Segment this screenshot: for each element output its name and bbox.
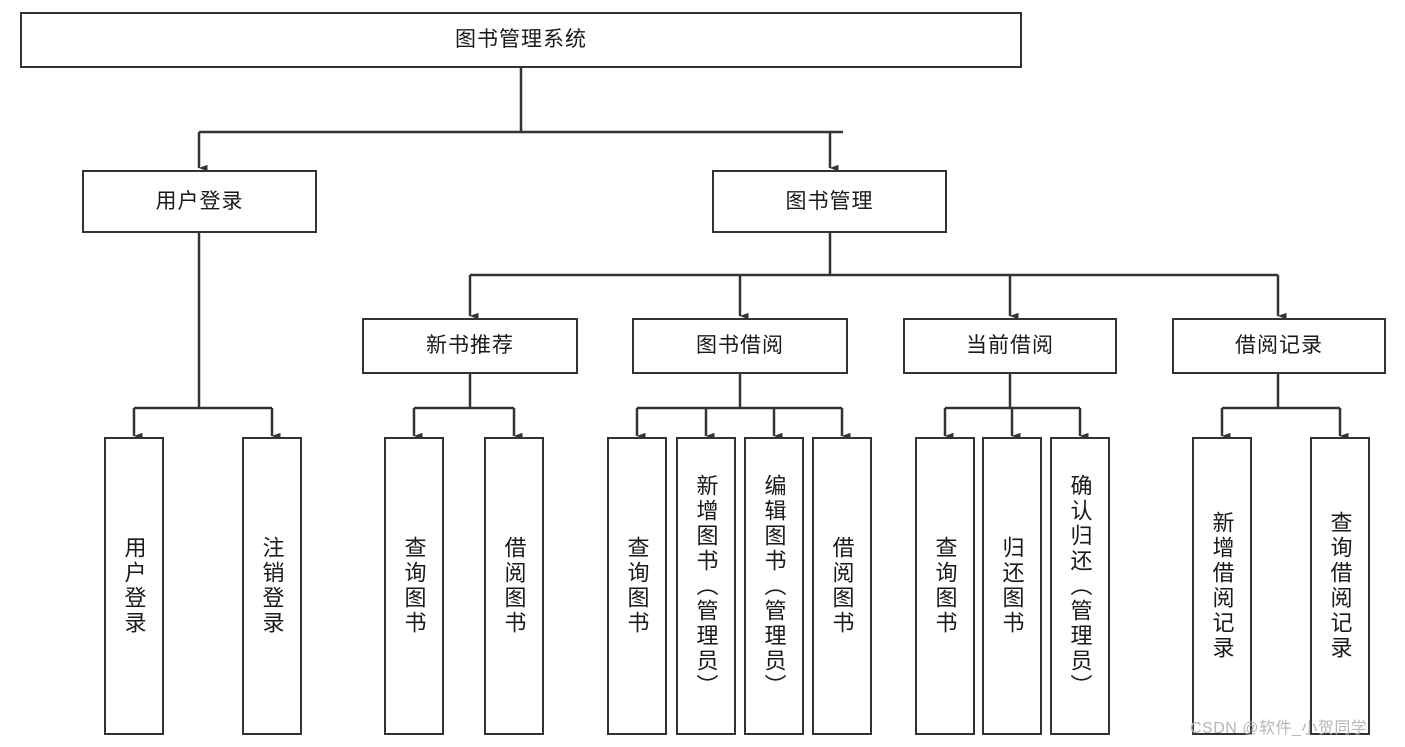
node-label: 图书管理系统	[455, 28, 587, 52]
node-label: 归还图书	[999, 536, 1025, 636]
leaf-node-edit-book-admin[interactable]: 编辑图书（管理员）	[744, 437, 804, 735]
node-label: 查询图书	[401, 536, 427, 636]
leaf-node-query-borrow-record[interactable]: 查询借阅记录	[1310, 437, 1370, 735]
node-label: 编辑图书（管理员）	[761, 473, 787, 699]
node-label: 用户登录	[155, 189, 244, 213]
node-root-book-management-system[interactable]: 图书管理系统	[20, 12, 1022, 68]
node-borrow-record[interactable]: 借阅记录	[1172, 318, 1386, 374]
node-label: 查询借阅记录	[1327, 511, 1353, 661]
leaf-node-user-login[interactable]: 用户登录	[104, 437, 164, 735]
node-label: 新增借阅记录	[1209, 511, 1235, 661]
leaf-node-confirm-return-admin[interactable]: 确认归还（管理员）	[1050, 437, 1110, 735]
node-user-login[interactable]: 用户登录	[82, 170, 317, 233]
leaf-node-query-book-current[interactable]: 查询图书	[915, 437, 975, 735]
leaf-node-query-book-borrow[interactable]: 查询图书	[607, 437, 667, 735]
leaf-node-borrow-book[interactable]: 借阅图书	[812, 437, 872, 735]
csdn-watermark: CSDN @软件_小贺同学	[1190, 720, 1368, 737]
node-label: 新增图书（管理员）	[693, 473, 719, 699]
leaf-node-query-book-recommend[interactable]: 查询图书	[384, 437, 444, 735]
node-label: 借阅图书	[501, 536, 527, 636]
node-label: 查询图书	[932, 536, 958, 636]
node-label: 新书推荐	[426, 334, 514, 358]
node-label: 用户登录	[121, 536, 147, 636]
leaf-node-add-borrow-record[interactable]: 新增借阅记录	[1192, 437, 1252, 735]
leaf-node-logout-login[interactable]: 注销登录	[242, 437, 302, 735]
node-label: 查询图书	[624, 536, 650, 636]
node-book-borrow[interactable]: 图书借阅	[632, 318, 848, 374]
leaf-node-add-book-admin[interactable]: 新增图书（管理员）	[676, 437, 736, 735]
leaf-node-return-book[interactable]: 归还图书	[982, 437, 1042, 735]
node-label: 当前借阅	[966, 334, 1054, 358]
node-label: 图书管理	[785, 189, 874, 213]
leaf-node-borrow-book-recommend[interactable]: 借阅图书	[484, 437, 544, 735]
node-label: 注销登录	[259, 536, 285, 636]
node-book-management[interactable]: 图书管理	[712, 170, 947, 233]
node-label: 借阅图书	[829, 536, 855, 636]
node-label: 借阅记录	[1235, 334, 1323, 358]
node-label: 确认归还（管理员）	[1067, 473, 1093, 699]
node-current-borrow[interactable]: 当前借阅	[903, 318, 1117, 374]
node-new-book-recommend[interactable]: 新书推荐	[362, 318, 578, 374]
node-label: 图书借阅	[696, 334, 784, 358]
